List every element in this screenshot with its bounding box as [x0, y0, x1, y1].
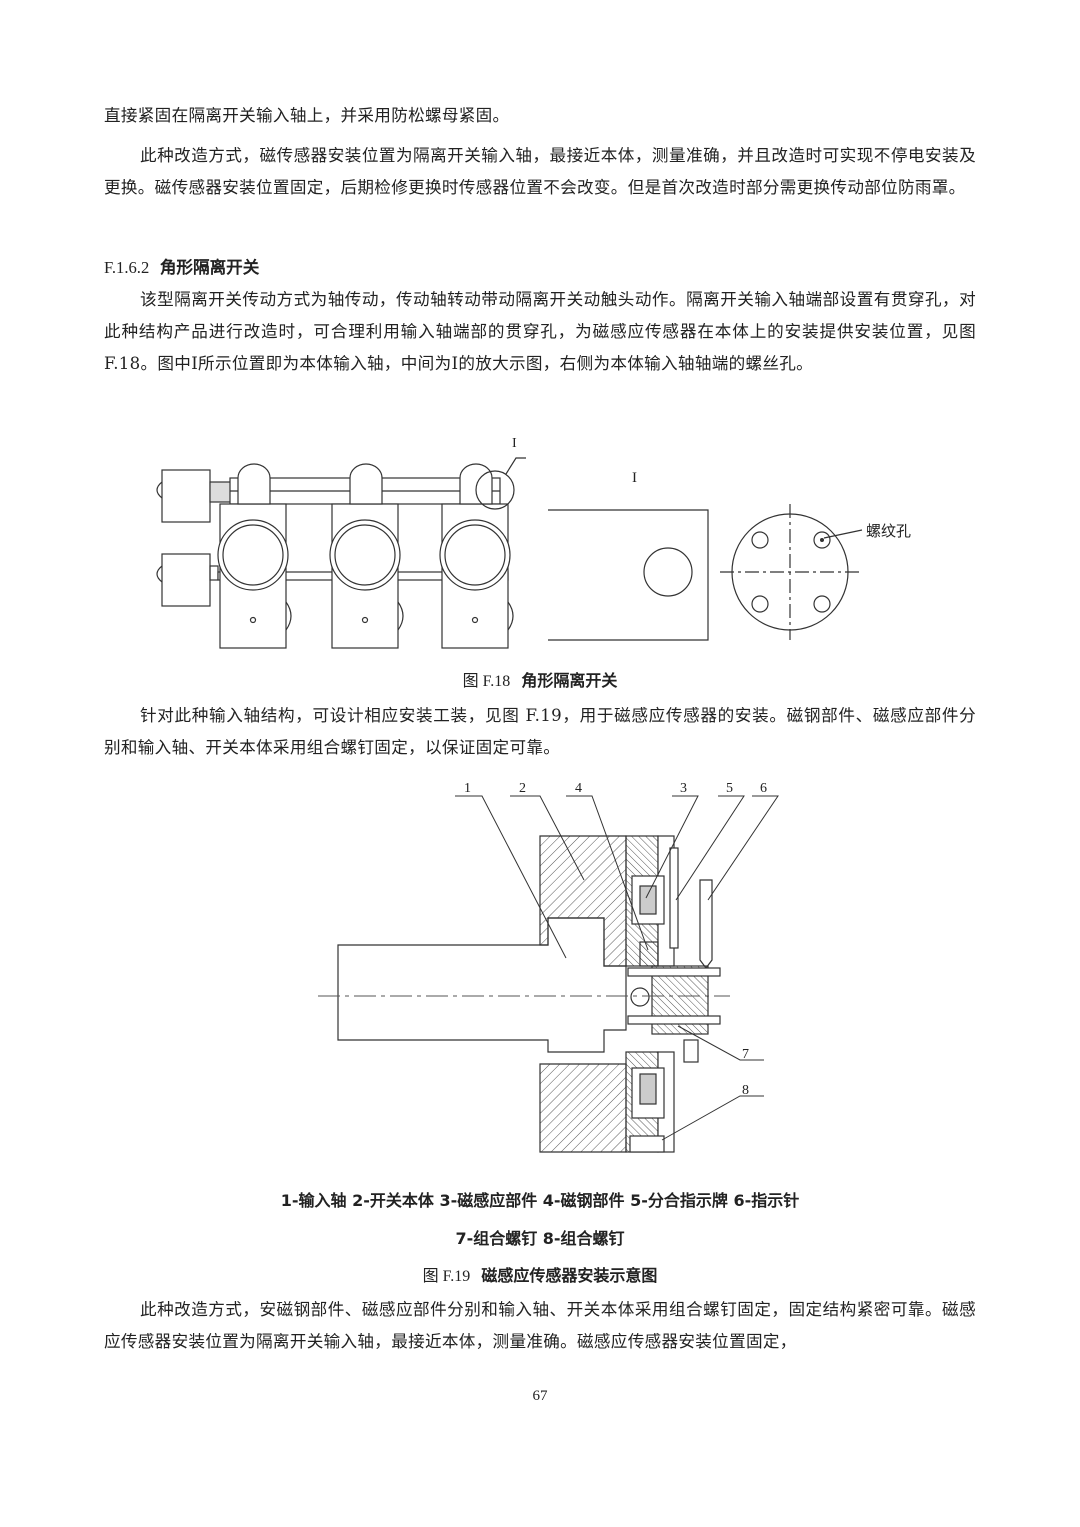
- indicator-needle: [699, 879, 713, 969]
- figure-f19-legend-line1: 1-输入轴 2-开关本体 3-磁感应部件 4-磁钢部件 5-分合指示牌 6-指示…: [280, 1191, 800, 1210]
- magnet-steel-part: [639, 941, 659, 967]
- detail-label-small: I: [512, 436, 517, 451]
- motor-lower: [161, 553, 211, 607]
- paragraph-2: 此种改造方式，磁传感器安装位置为隔离开关输入轴，最接近本体，测量准确，并且改造时…: [104, 146, 976, 197]
- thread-hole-label: 螺纹孔: [866, 522, 912, 540]
- pole-2: [329, 463, 404, 649]
- paragraph-3: 该型隔离开关传动方式为轴传动，传动轴转动带动隔离开关动触头动作。隔离开关输入轴端…: [104, 290, 976, 373]
- figure-f19-title: 磁感应传感器安装示意图: [481, 1266, 658, 1285]
- part-number-3: 3: [680, 781, 687, 796]
- detail-label-large: I: [632, 470, 637, 486]
- figure-f19-caption: 图 F.19 磁感应传感器安装示意图: [0, 1262, 1080, 1286]
- combination-screw-lower: [627, 1015, 721, 1025]
- combination-screw-upper: [627, 967, 721, 977]
- paragraph-1: 直接紧固在隔离开关输入轴上，并采用防松螺母紧固。: [104, 106, 510, 125]
- figure-f19-legend-line2: 7-组合螺钉 8-组合螺钉: [455, 1229, 625, 1248]
- part-number-5: 5: [726, 781, 733, 796]
- page-number: 67: [532, 1388, 548, 1404]
- switch-body-lower: [539, 1063, 627, 1153]
- section-heading: F.1.6.2 角形隔离开关: [104, 252, 259, 284]
- indicator-plate: [669, 847, 679, 949]
- part-number-7: 7: [742, 1047, 749, 1062]
- paragraph-5: 此种改造方式，安磁钢部件、磁感应部件分别和输入轴、开关本体采用组合螺钉固定，固定…: [104, 1300, 976, 1351]
- motor-upper: [161, 469, 211, 523]
- pole-3: [439, 463, 514, 649]
- part-number-2: 2: [519, 781, 526, 796]
- part-number-4: 4: [575, 781, 582, 796]
- detail-marker-circle: [475, 470, 515, 510]
- part-number-1: 1: [464, 781, 471, 796]
- input-shaft: [337, 917, 627, 1053]
- figure-f18-number: 图 F.18: [462, 673, 511, 690]
- section-title: 角形隔离开关: [159, 258, 260, 277]
- shaft-enlarged: [548, 509, 709, 641]
- paragraph-4: 针对此种输入轴结构，可设计相应安装工装，见图 F.19，用于磁感应传感器的安装。…: [104, 706, 976, 757]
- part-number-6: 6: [760, 781, 767, 796]
- part-number-8: 8: [742, 1083, 749, 1098]
- pole-1: [217, 463, 292, 649]
- figure-f18-caption: 图 F.18 角形隔离开关: [0, 667, 1080, 691]
- section-number: F.1.6.2: [104, 258, 150, 277]
- figure-f19-number: 图 F.19: [422, 1268, 471, 1285]
- figure-f18-title: 角形隔离开关: [521, 671, 618, 690]
